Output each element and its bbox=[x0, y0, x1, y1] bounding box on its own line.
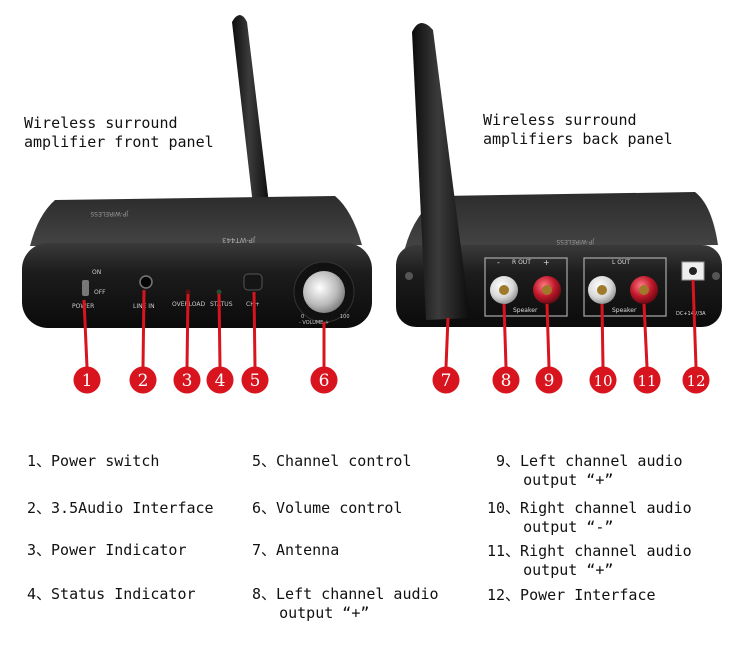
label-r-speaker: Speaker bbox=[513, 307, 538, 314]
volume-knob[interactable] bbox=[303, 271, 345, 313]
marker-label-4: 4 bbox=[215, 371, 226, 391]
front-model: JP-WT443 bbox=[222, 236, 256, 244]
marker-label-6: 6 bbox=[319, 371, 330, 391]
label-r-plus: + bbox=[543, 258, 550, 267]
legend-item-3: 3、Power Indicator bbox=[27, 541, 187, 559]
ch-button[interactable] bbox=[243, 273, 263, 291]
callout-line-8 bbox=[502, 303, 508, 368]
status-led bbox=[216, 289, 222, 295]
l-out-minus-core bbox=[597, 285, 607, 295]
callout-line-3 bbox=[185, 293, 190, 368]
callout-line-11 bbox=[642, 303, 649, 368]
marker-10 bbox=[589, 366, 617, 394]
back-brand: JP-WIRELESS bbox=[556, 238, 595, 245]
callout-line-9 bbox=[545, 303, 551, 368]
screw-left bbox=[405, 272, 413, 280]
label-dc: DC+14V/3A bbox=[676, 311, 706, 317]
marker-2 bbox=[129, 366, 157, 394]
marker-7 bbox=[432, 366, 460, 394]
r-out-plus-core bbox=[542, 285, 552, 295]
front-antenna bbox=[232, 15, 270, 214]
back-panel-title: Wireless surround amplifiers back panel bbox=[483, 111, 673, 148]
back-antenna bbox=[412, 22, 470, 320]
label-r-minus: - bbox=[497, 258, 500, 267]
marker-5 bbox=[241, 366, 269, 394]
overload-led bbox=[185, 289, 191, 295]
callout-line-4 bbox=[217, 293, 222, 368]
marker-1 bbox=[73, 366, 101, 394]
marker-label-3: 3 bbox=[182, 371, 193, 391]
marker-label-5: 5 bbox=[250, 371, 261, 391]
line-in-jack[interactable] bbox=[139, 275, 153, 289]
marker-label-10: 10 bbox=[593, 372, 612, 390]
callout-line-2 bbox=[141, 289, 146, 368]
label-off: OFF bbox=[94, 289, 106, 296]
front-unit-top bbox=[30, 196, 362, 246]
legend-item-8: 8、Left channel audio output “+” bbox=[252, 585, 439, 622]
product-photo: JP-WIRELESS JP-WT443 ON OFF POWER LINE I… bbox=[22, 15, 722, 394]
marker-label-9: 9 bbox=[544, 371, 555, 391]
callout-line-10 bbox=[600, 303, 605, 368]
marker-11 bbox=[633, 366, 661, 394]
front-unit: JP-WIRELESS JP-WT443 ON OFF POWER LINE I… bbox=[22, 15, 372, 328]
label-l-out: L OUT bbox=[612, 259, 630, 266]
legend-item-6: 6、Volume control bbox=[252, 499, 403, 517]
legend-item-4: 4、Status Indicator bbox=[27, 585, 196, 603]
marker-label-8: 8 bbox=[501, 371, 512, 391]
marker-label-7: 7 bbox=[441, 371, 452, 391]
front-unit-face bbox=[22, 243, 372, 328]
screw-right bbox=[712, 272, 720, 280]
label-vol-min: 0 bbox=[301, 314, 304, 320]
callout-line-7 bbox=[444, 317, 450, 368]
label-l-speaker: Speaker bbox=[612, 307, 637, 314]
callout-line-1 bbox=[82, 299, 89, 368]
marker-label-2: 2 bbox=[138, 371, 149, 391]
legend-item-10: 10、Right channel audio output “-” bbox=[487, 499, 692, 536]
marker-4 bbox=[206, 366, 234, 394]
r-out-box bbox=[484, 257, 568, 317]
marker-9 bbox=[535, 366, 563, 394]
power-switch[interactable] bbox=[82, 280, 89, 296]
callout-line-12 bbox=[691, 279, 698, 368]
marker-3 bbox=[173, 366, 201, 394]
r-out-minus-core bbox=[499, 285, 509, 295]
legend-item-12: 12、Power Interface bbox=[487, 586, 656, 604]
marker-label-12: 12 bbox=[686, 372, 705, 390]
label-status: STATUS bbox=[210, 301, 233, 308]
label-r-out: R OUT bbox=[512, 259, 531, 266]
marker-8 bbox=[492, 366, 520, 394]
legend-item-11: 11、Right channel audio output “+” bbox=[487, 542, 692, 579]
callout-line-5 bbox=[252, 291, 257, 368]
back-unit-top bbox=[405, 192, 718, 248]
label-vol-max: 100 bbox=[340, 314, 350, 320]
legend-item-1: 1、Power switch bbox=[27, 452, 160, 470]
marker-12 bbox=[682, 366, 710, 394]
legend-item-5: 5、Channel control bbox=[252, 452, 412, 470]
back-unit: JP-WIRELESS R OUT - + Speaker L OUT Spea… bbox=[396, 22, 722, 327]
label-volume: - VOLUME + bbox=[299, 320, 329, 326]
legend-item-9: 9、Left channel audio output “+” bbox=[496, 452, 683, 489]
marker-label-11: 11 bbox=[637, 372, 656, 390]
legend-item-7: 7、Antenna bbox=[252, 541, 340, 559]
legend-item-2: 2、3.5Audio Interface bbox=[27, 499, 214, 517]
label-on: ON bbox=[92, 269, 101, 276]
front-brand: JP-WIRELESS bbox=[90, 210, 129, 217]
marker-label-1: 1 bbox=[82, 371, 93, 391]
marker-6 bbox=[310, 366, 338, 394]
front-panel-title: Wireless surround amplifier front panel bbox=[24, 114, 214, 151]
l-out-box bbox=[583, 257, 667, 317]
l-out-plus-core bbox=[639, 285, 649, 295]
dc-jack-hole bbox=[689, 267, 697, 275]
